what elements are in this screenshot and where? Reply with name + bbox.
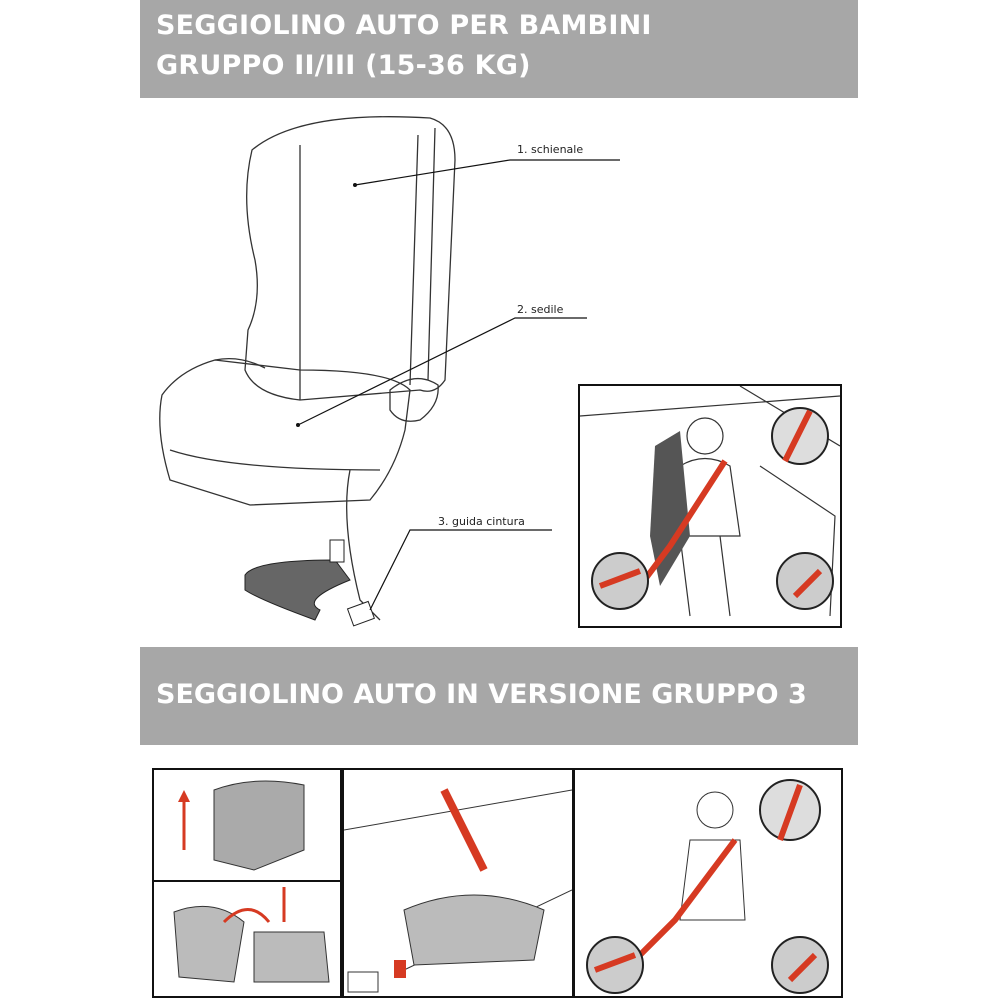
- label-seat: 2. sedile: [517, 303, 564, 316]
- belt-usage-illustration: [578, 384, 842, 628]
- step-detach-backrest: [152, 880, 342, 998]
- title-line-2: GRUPPO II/III (15-36 KG): [156, 50, 531, 81]
- section-title: SEGGIOLINO AUTO IN VERSIONE GRUPPO 3: [156, 679, 807, 710]
- step-raise-backrest: [152, 768, 342, 882]
- booster-in-car-illustration: [342, 768, 574, 998]
- booster-belt-usage-illustration: [573, 768, 843, 998]
- label-belt-guide: 3. guida cintura: [438, 515, 525, 528]
- title-line-1: SEGGIOLINO AUTO PER BAMBINI: [156, 10, 652, 41]
- label-backrest: 1. schienale: [517, 143, 584, 156]
- section-banner: SEGGIOLINO AUTO IN VERSIONE GRUPPO 3: [140, 647, 858, 745]
- title-banner: SEGGIOLINO AUTO PER BAMBINI GRUPPO II/II…: [140, 0, 858, 98]
